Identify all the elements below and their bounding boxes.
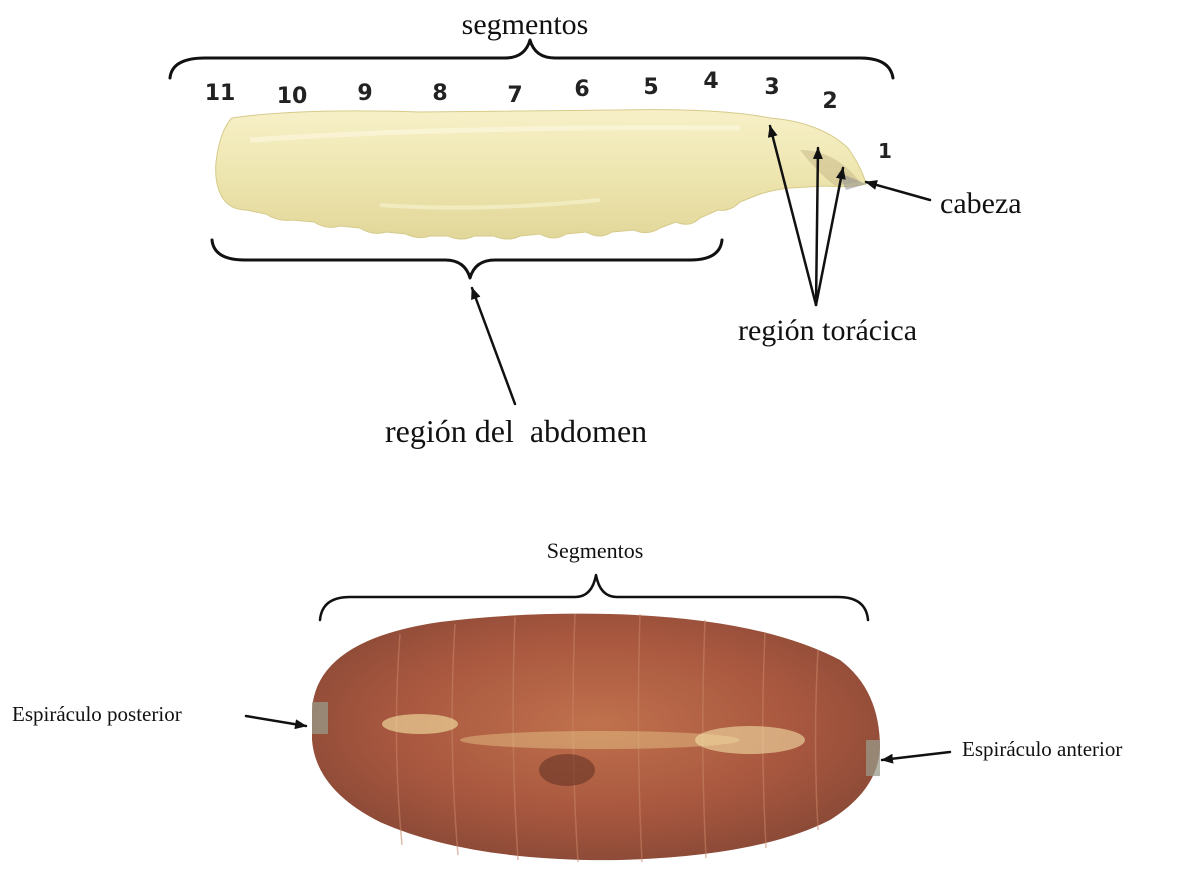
larva-segments-brace bbox=[170, 40, 893, 78]
thorax-label: región torácica bbox=[738, 314, 917, 347]
posterior-label: Espiráculo posterior bbox=[12, 702, 182, 726]
head-arrow bbox=[866, 182, 930, 200]
segment-number: 3 bbox=[764, 75, 779, 100]
segment-number: 6 bbox=[574, 77, 589, 102]
anterior-arrow bbox=[882, 752, 950, 760]
pupa-body bbox=[312, 614, 880, 862]
anterior-label: Espiráculo anterior bbox=[962, 737, 1122, 761]
segment-number: 1 bbox=[878, 139, 892, 163]
larva-segments-title: segmentos bbox=[462, 8, 589, 41]
segment-number: 8 bbox=[432, 81, 447, 106]
head-label: cabeza bbox=[940, 187, 1022, 220]
pupa-segments-brace bbox=[320, 575, 868, 620]
abdomen-brace bbox=[212, 240, 722, 278]
pupa-segments-title: Segmentos bbox=[547, 538, 644, 563]
larva-body bbox=[216, 110, 866, 239]
segment-number: 4 bbox=[703, 69, 718, 94]
segment-number: 11 bbox=[205, 81, 236, 106]
segment-number: 5 bbox=[643, 75, 658, 100]
segment-number: 10 bbox=[277, 84, 308, 109]
posterior-arrow bbox=[246, 716, 306, 726]
segment-number: 2 bbox=[822, 89, 837, 114]
thorax-arrow-3 bbox=[816, 168, 843, 305]
segment-number: 9 bbox=[357, 81, 372, 106]
segment-number: 7 bbox=[507, 83, 522, 108]
abdomen-arrow bbox=[472, 288, 515, 404]
abdomen-label: región del abdomen bbox=[385, 413, 647, 449]
